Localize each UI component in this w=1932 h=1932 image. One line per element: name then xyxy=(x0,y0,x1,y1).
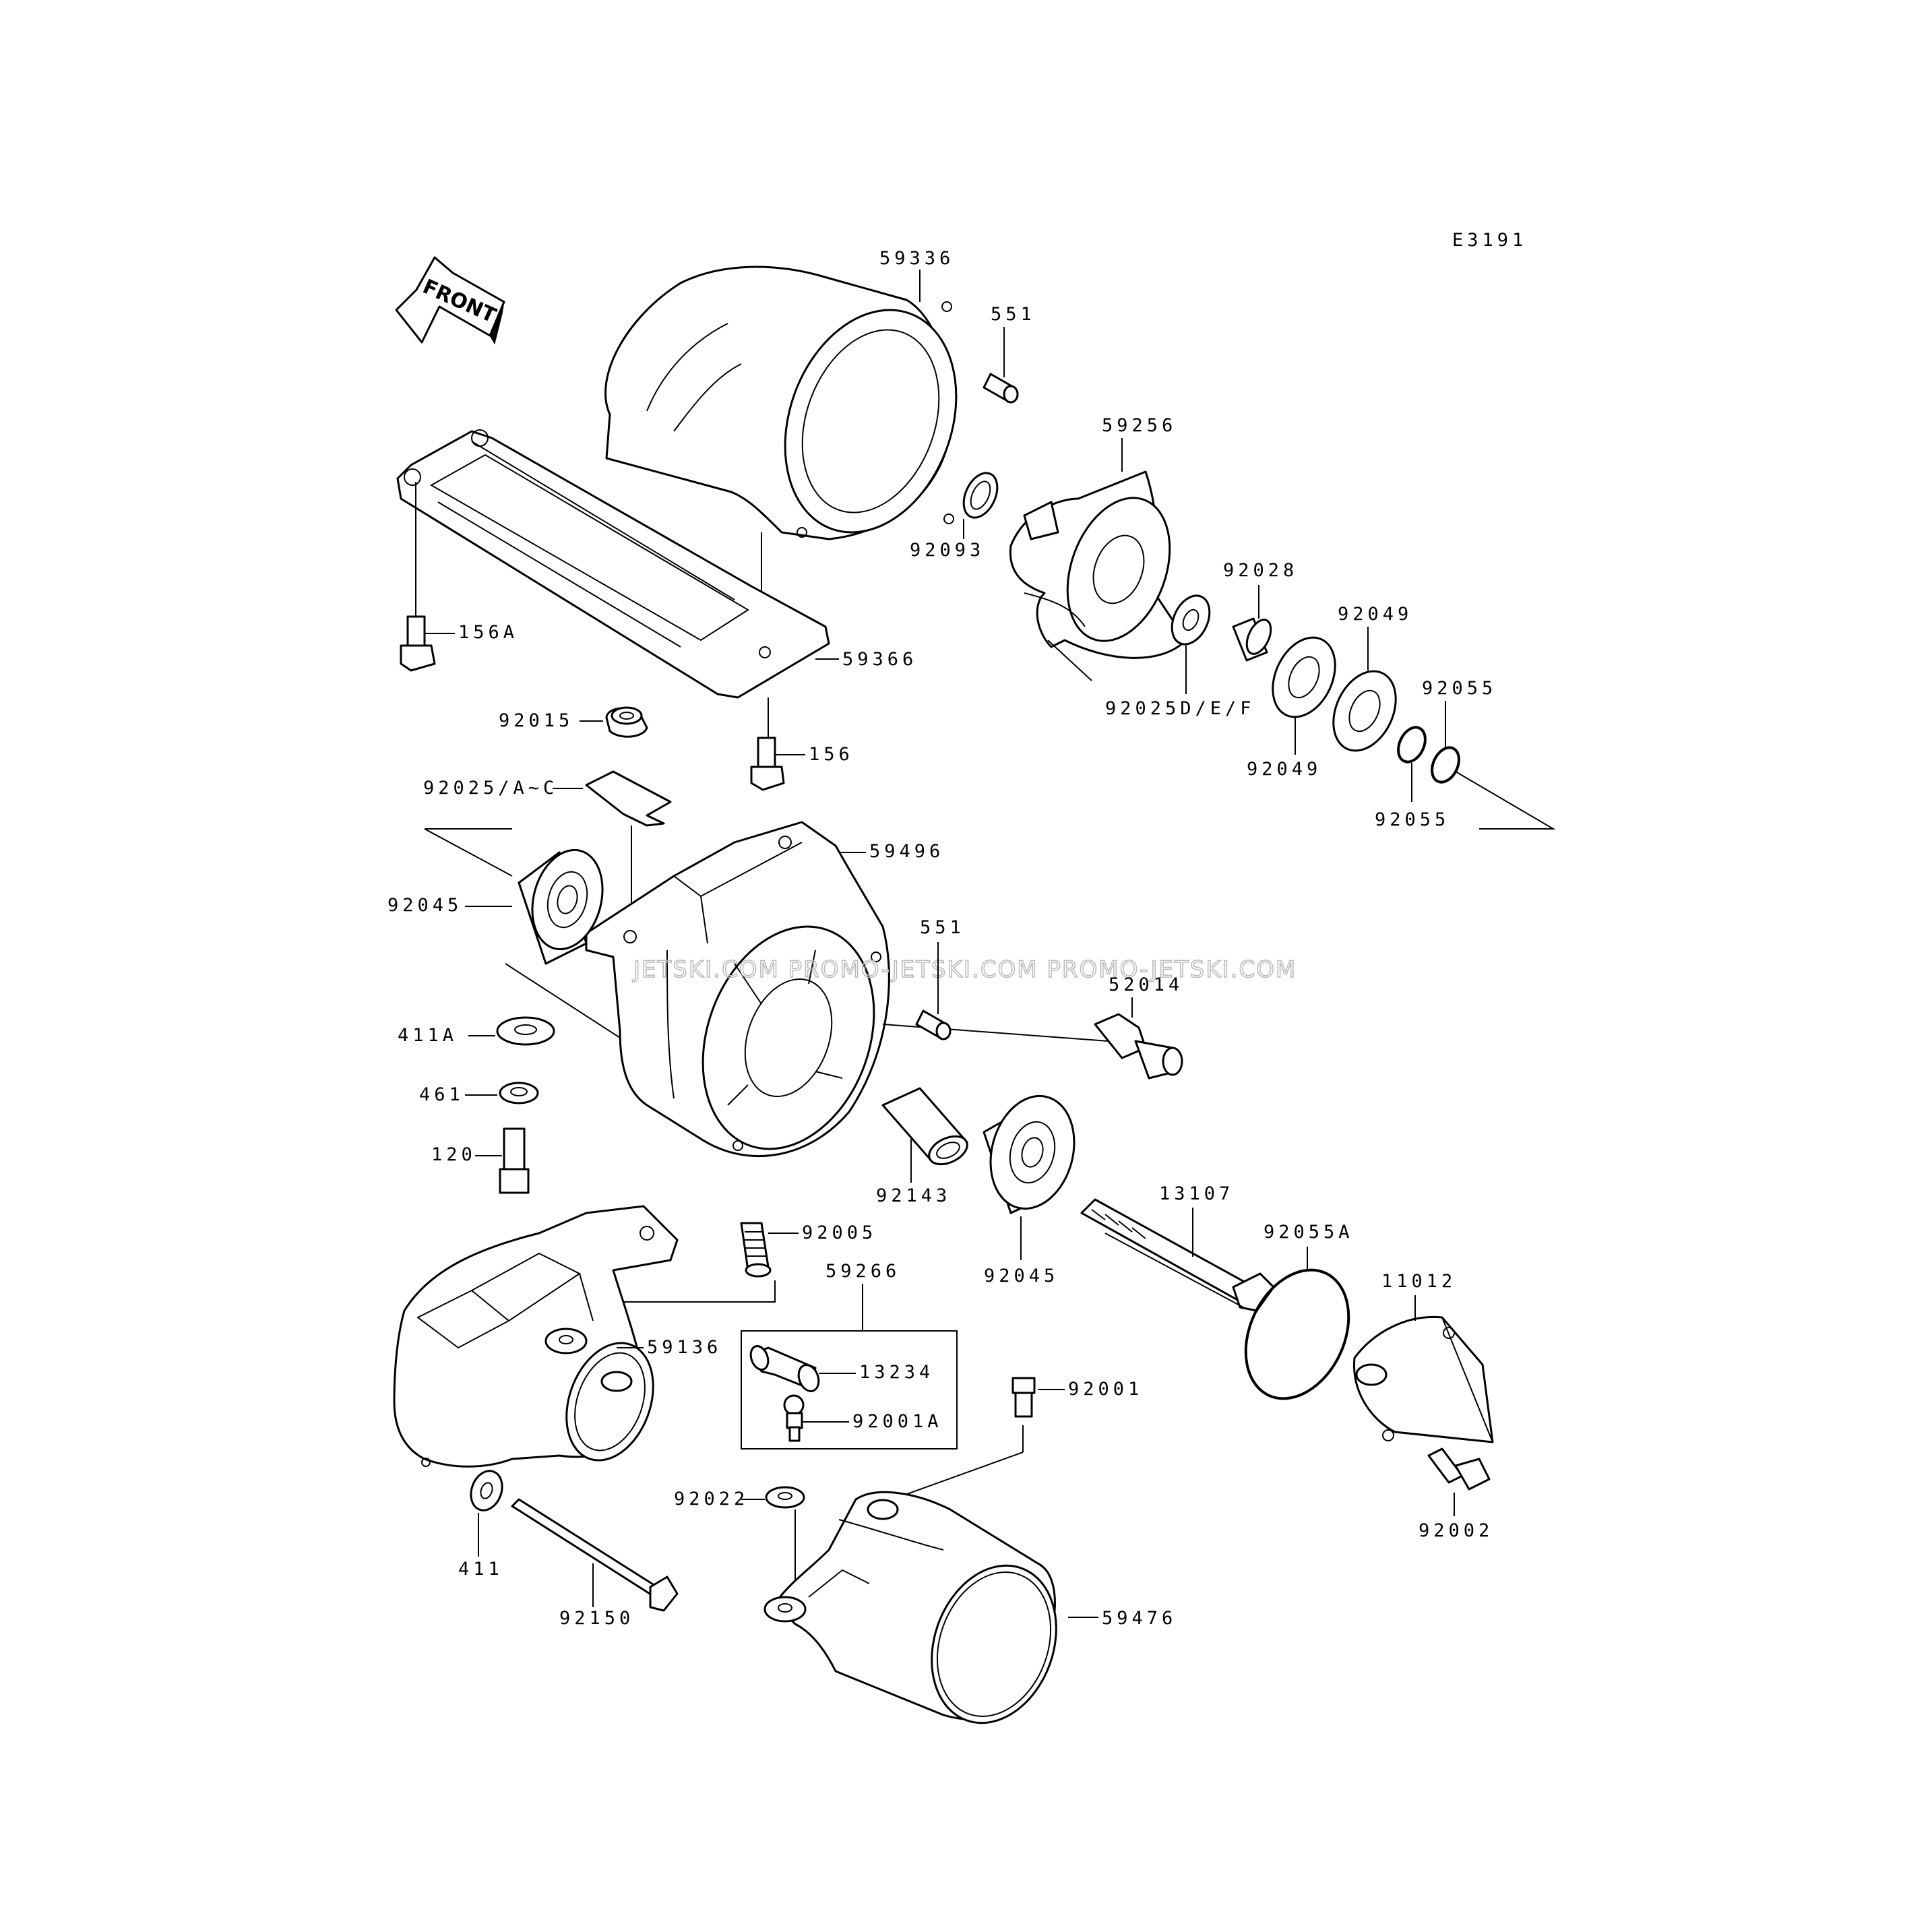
washer-411 xyxy=(470,1470,503,1512)
grease-nipple-92001A xyxy=(783,1394,805,1442)
label-461: 461 xyxy=(419,1084,464,1105)
label-92055A: 92055A xyxy=(1264,1222,1354,1243)
label-551-mid: 551 xyxy=(920,917,965,938)
label-11012: 11012 xyxy=(1381,1271,1456,1292)
label-92049-lower: 92049 xyxy=(1247,759,1321,780)
label-120: 120 xyxy=(431,1144,476,1165)
label-92015: 92015 xyxy=(499,710,573,731)
label-92001: 92001 xyxy=(1068,1379,1143,1400)
label-411: 411 xyxy=(458,1559,503,1580)
steering-nozzle-59476 xyxy=(764,1491,1057,1724)
label-59476: 59476 xyxy=(1102,1608,1177,1629)
bolt-120 xyxy=(499,1127,530,1194)
label-92143: 92143 xyxy=(876,1185,951,1206)
label-92055-lower: 92055 xyxy=(1375,809,1450,830)
label-92025AC: 92025/A~C xyxy=(423,778,558,799)
label-411A: 411A xyxy=(398,1025,458,1046)
dowel-pin-551-mid xyxy=(915,1009,952,1040)
kit-box-59266 xyxy=(741,1284,958,1450)
lock-washer-461 xyxy=(499,1082,539,1104)
front-arrow-icon: FRONT xyxy=(395,256,505,345)
screw-92005 xyxy=(593,1222,776,1303)
fitting-52014 xyxy=(1094,1013,1183,1080)
label-13234: 13234 xyxy=(859,1362,934,1383)
spacer-92028 xyxy=(1232,617,1272,662)
label-92045-left: 92045 xyxy=(387,895,462,916)
pump-case-59496 xyxy=(585,821,1109,1157)
label-92150: 92150 xyxy=(559,1608,634,1629)
bolt-156 xyxy=(750,697,785,791)
label-92045-right: 92045 xyxy=(984,1266,1059,1286)
label-92049-upper: 92049 xyxy=(1338,604,1412,625)
dowel-pin-551-top xyxy=(983,373,1019,404)
oil-seal-92093 xyxy=(962,472,999,519)
label-92022: 92022 xyxy=(674,1489,749,1509)
ball-bearing-92045-right xyxy=(983,1094,1076,1214)
oil-seal-92049-upper xyxy=(1332,670,1397,752)
label-551-top: 551 xyxy=(991,304,1036,325)
label-92093: 92093 xyxy=(910,540,985,561)
ball-bearing-92045-left xyxy=(424,828,604,965)
label-92005: 92005 xyxy=(802,1222,877,1243)
label-59336: 59336 xyxy=(879,248,954,269)
pump-cover-plate-59366 xyxy=(396,429,830,699)
label-59496: 59496 xyxy=(869,841,944,862)
label-92001A: 92001A xyxy=(852,1411,943,1432)
label-59366: 59366 xyxy=(842,649,917,670)
cap-cone-11012 xyxy=(1353,1315,1494,1443)
drive-shaft-13107 xyxy=(1080,1198,1275,1312)
bolt-92002 xyxy=(1427,1447,1491,1491)
nut-92015 xyxy=(605,706,648,738)
collar-92143 xyxy=(881,1087,968,1166)
label-92025DEF: 92025D/E/F xyxy=(1105,698,1255,719)
watermark-text: JETSKI.COM PROMO-JETSKI.COM PROMO-JETSKI… xyxy=(632,956,1297,983)
label-59266: 59266 xyxy=(825,1261,900,1282)
bolt-92150 xyxy=(511,1498,679,1612)
washer-92025DEF xyxy=(1171,594,1211,694)
nozzle-59136 xyxy=(393,1205,679,1468)
washer-411A xyxy=(496,963,621,1046)
label-92002: 92002 xyxy=(1419,1520,1493,1541)
o-ring-92055A xyxy=(1244,1268,1350,1400)
label-59256: 59256 xyxy=(1102,415,1177,436)
diagram-code: E3191 xyxy=(1452,230,1527,251)
label-52014: 52014 xyxy=(1109,974,1183,995)
oil-seal-92049-lower xyxy=(1272,636,1336,755)
label-92028: 92028 xyxy=(1223,560,1298,581)
grease-nipple-92001 xyxy=(882,1377,1036,1503)
label-13107: 13107 xyxy=(1159,1183,1234,1204)
pump-case-59336 xyxy=(604,266,958,660)
label-156A: 156A xyxy=(458,622,518,643)
o-ring-92055-lower xyxy=(1397,726,1427,802)
label-156: 156 xyxy=(809,744,854,765)
label-92055-upper: 92055 xyxy=(1422,678,1497,699)
impeller-59256 xyxy=(1009,470,1187,681)
pin-13234 xyxy=(749,1345,820,1392)
bolt-156A xyxy=(400,482,436,672)
o-ring-92055-upper xyxy=(1431,746,1460,784)
label-59136: 59136 xyxy=(647,1337,722,1358)
